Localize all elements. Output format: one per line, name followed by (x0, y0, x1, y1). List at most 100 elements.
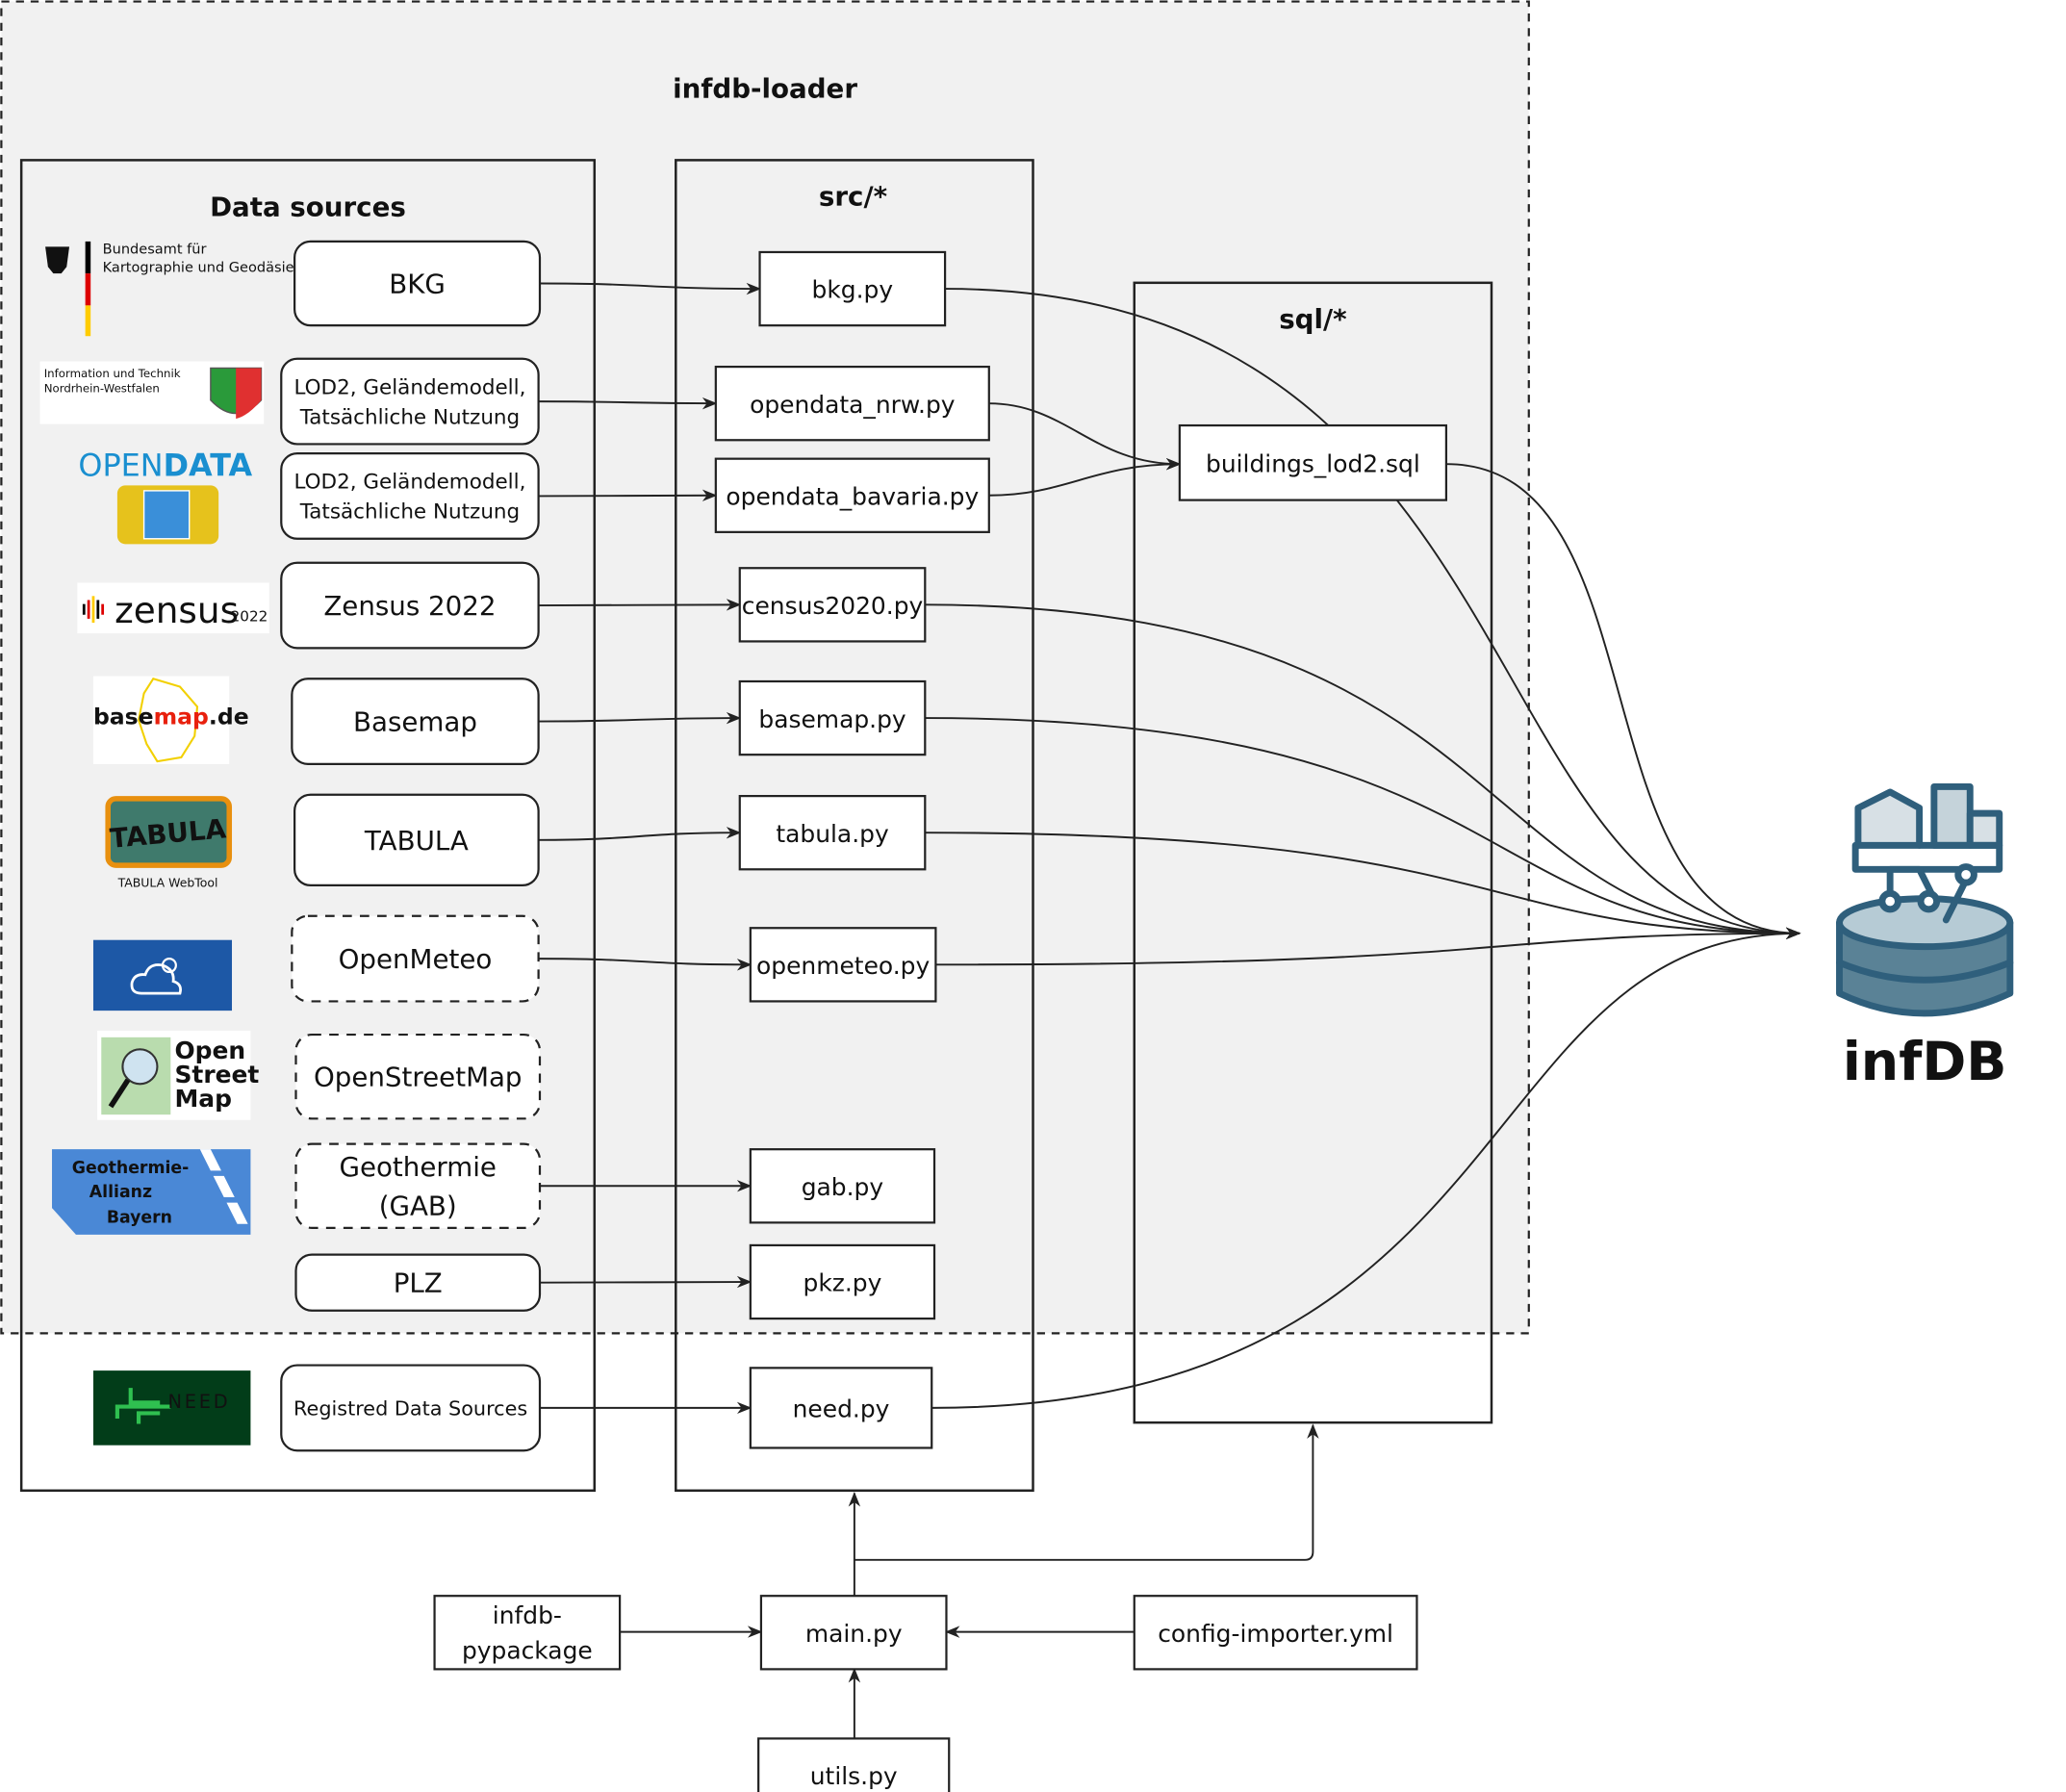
data-source-label-line: Tatsächliche Nutzung (299, 500, 520, 525)
data-source-box[interactable] (291, 678, 540, 765)
edge-source-to-script (538, 599, 742, 611)
edge-source-to-script (538, 489, 718, 501)
edge-script-to-infdb (935, 927, 1801, 966)
sql-buildings-lod2[interactable]: buildings_lod2.sql (1178, 423, 1448, 501)
data-source-box[interactable] (280, 561, 540, 650)
script-box[interactable] (738, 795, 927, 871)
script-box[interactable] (738, 567, 927, 643)
script-census2020-py[interactable]: census2020.py (738, 567, 927, 643)
script-box[interactable] (714, 365, 990, 442)
data-source-box[interactable] (291, 914, 540, 1003)
edge-script-to-sql (988, 402, 1182, 471)
script-opendata_bavaria-py[interactable]: opendata_bavaria.py (714, 457, 990, 533)
script-box[interactable] (714, 457, 990, 533)
config-importer-yml[interactable]: config-importer.yml (1133, 1595, 1418, 1671)
main-py[interactable]: main.py (759, 1595, 948, 1671)
script-box[interactable] (749, 1148, 936, 1224)
data-source-label-line: Zensus 2022 (323, 590, 496, 622)
data-source-box[interactable] (293, 240, 542, 327)
script-openmeteo-py[interactable]: openmeteo.py (749, 927, 937, 1003)
logo-text: OPENDATA (78, 448, 252, 484)
data-source-box[interactable] (294, 1253, 542, 1312)
eagle-icon (45, 246, 70, 274)
utils-py[interactable]: utils.py (757, 1737, 951, 1792)
script-box[interactable] (749, 927, 937, 1003)
data-source-label-line: Geothermie (340, 1151, 497, 1183)
data-source-tabula[interactable]: TABULA (293, 793, 540, 887)
sql-title: sql/* (1279, 303, 1346, 335)
data-source-label-line: LOD2, Geländemodell, (293, 471, 525, 495)
script-opendata_nrw-py[interactable]: opendata_nrw.py (714, 365, 990, 442)
data-source-box[interactable] (294, 1033, 542, 1120)
script-box[interactable] (758, 250, 947, 327)
edge-script-to-sql (988, 458, 1182, 497)
data-source-bkg[interactable]: BKG (293, 240, 542, 327)
data-source-label: BKG (389, 268, 446, 299)
it-nrw-logo: Information und TechnikNordrhein-Westfal… (39, 361, 265, 424)
data-source-label-line: LOD2, Geländemodell, (293, 375, 525, 399)
opendata-bavaria-logo: OPENDATA (78, 448, 252, 545)
data-source-label-line: Tatsächliche Nutzung (299, 405, 520, 429)
data-source-zensus-2022[interactable]: Zensus 2022 (280, 561, 540, 650)
utils-py-label: utils.py (810, 1762, 898, 1790)
edge-source-to-script (538, 397, 718, 410)
data-source-label: LOD2, Geländemodell, Tatsächliche Nutzung (293, 375, 525, 429)
script-basemap-py[interactable]: basemap.py (738, 679, 927, 756)
script-gab-py[interactable]: gab.py (749, 1148, 936, 1224)
data-source-label-line: PLZ (394, 1267, 443, 1299)
data-source-label: TABULA (364, 825, 469, 857)
script-pkz-py[interactable]: pkz.py (749, 1243, 936, 1320)
data-source-basemap[interactable]: Basemap (291, 678, 540, 765)
script-bkg-py[interactable]: bkg.py (758, 250, 947, 327)
edge-script-to-infdb (925, 832, 1801, 939)
script-label: gab.py (802, 1173, 883, 1201)
script-label: bkg.py (812, 276, 894, 304)
infdb-pypackage-box[interactable] (433, 1595, 622, 1671)
script-box[interactable] (749, 1367, 933, 1449)
data-source-openmeteo[interactable]: OpenMeteo (291, 914, 540, 1003)
logo-text: 2022 (231, 608, 268, 626)
data-source-plz[interactable]: PLZ (294, 1253, 542, 1312)
data-source-label-line: TABULA (364, 825, 469, 857)
data-source-label-line: (GAB) (379, 1190, 457, 1221)
script-tabula-py[interactable]: tabula.py (738, 795, 927, 871)
logo-text: basemap.de (93, 703, 249, 730)
data-source-label: OpenStreetMap (314, 1062, 523, 1093)
need-logo: NEED (92, 1370, 251, 1446)
script-box[interactable] (738, 679, 927, 756)
data-source-box[interactable] (293, 793, 540, 887)
main-py-box[interactable] (759, 1595, 948, 1671)
data-source-lod2-gel-ndemodell-[interactable]: LOD2, Geländemodell, Tatsächliche Nutzung (280, 357, 540, 446)
basemap-logo: basemap.de (92, 676, 249, 764)
infdb-pypackage-label-line: pypackage (462, 1636, 593, 1664)
sql-box[interactable] (1178, 423, 1448, 501)
logo-text: Bundesamt für (103, 242, 207, 257)
data-source-box[interactable] (280, 1364, 542, 1452)
edge-script-to-infdb (925, 603, 1801, 939)
infdb-pypackage[interactable]: infdb-pypackage (433, 1595, 622, 1671)
data-source-registred-data-sources[interactable]: Registred Data Sources (280, 1364, 542, 1452)
logo-text: Geothermie- (72, 1159, 190, 1178)
data-source-openstreetmap[interactable]: OpenStreetMap (294, 1033, 542, 1120)
magnifier-icon (121, 1048, 159, 1086)
data-source-box[interactable] (294, 1142, 542, 1230)
utils-py-box[interactable] (757, 1737, 951, 1792)
edge-sql-to-infdb (1445, 463, 1801, 939)
database-buildings-icon (1836, 782, 2014, 1017)
cloud-sun-icon (130, 963, 182, 995)
data-source-label-line: OpenStreetMap (314, 1062, 523, 1093)
edge-source-to-script (538, 711, 742, 725)
script-box[interactable] (749, 1243, 936, 1320)
data-source-geothermie[interactable]: Geothermie (GAB) (294, 1142, 542, 1230)
script-need-py[interactable]: need.py (749, 1367, 933, 1449)
edge-script-to-infdb (945, 288, 1801, 939)
config-importer-yml-box[interactable] (1133, 1595, 1418, 1671)
data-source-box[interactable] (280, 357, 540, 446)
data-source-lod2-gel-ndemodell-[interactable]: LOD2, Geländemodell, Tatsächliche Nutzung (280, 452, 540, 540)
data-source-box[interactable] (280, 452, 540, 540)
region-title: infdb-loader (673, 72, 857, 104)
sql-label: buildings_lod2.sql (1206, 450, 1420, 478)
